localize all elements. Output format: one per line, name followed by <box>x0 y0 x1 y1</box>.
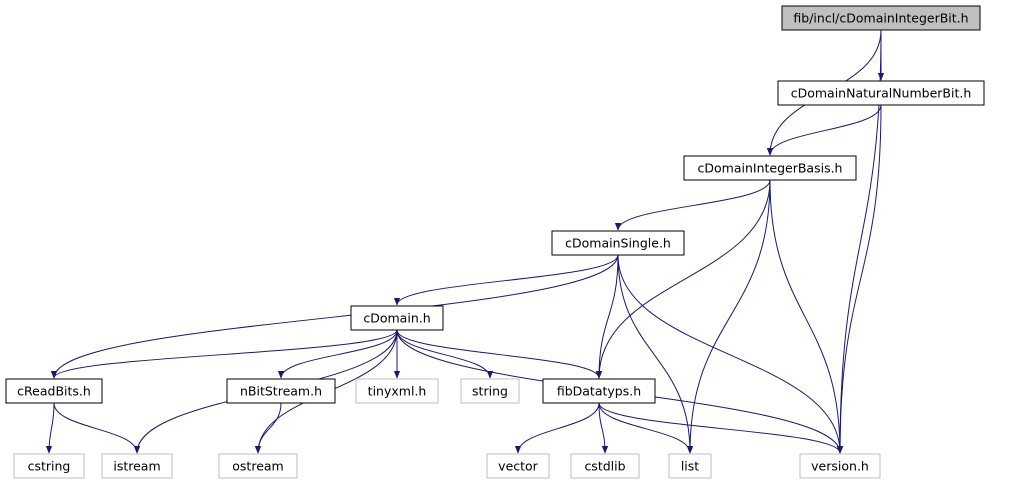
node-box <box>542 378 656 404</box>
edge-single-to-fibdt <box>595 254 619 379</box>
node-label: cDomainNaturalNumberBit.h <box>791 86 972 101</box>
edge-domain-to-readbits <box>50 329 398 379</box>
edge-natbit-to-intbasis <box>766 104 882 156</box>
node-box <box>777 80 985 106</box>
node-box <box>668 453 712 479</box>
edge-domain-to-string <box>396 329 494 379</box>
node-box <box>799 453 881 479</box>
node-label: version.h <box>811 459 869 474</box>
node-label: cDomain.h <box>363 311 430 326</box>
edge-readbits-to-cstring <box>45 402 55 454</box>
node-box <box>13 453 85 479</box>
edge-single-to-domain <box>393 254 619 306</box>
edge-single-to-list <box>617 254 694 454</box>
node-box <box>570 453 640 479</box>
node-list: list <box>668 453 712 479</box>
node-box <box>350 305 444 331</box>
node-label: list <box>681 459 699 474</box>
edge-fibdt-to-vector <box>514 402 600 454</box>
node-istream: istream <box>101 453 173 479</box>
edge-fibdt-to-list <box>598 402 694 454</box>
node-label: nBitStream.h <box>240 384 322 399</box>
edge-natbit-to-version <box>836 104 882 454</box>
node-fibdt[interactable]: fibDatatyps.h <box>542 378 656 404</box>
edge-fibdt-to-cstdlib <box>598 402 609 454</box>
node-root[interactable]: fib/incl/cDomainIntegerBit.h <box>781 5 981 31</box>
edge-domain-to-fibdt <box>396 329 603 379</box>
node-label: fibDatatyps.h <box>557 384 641 399</box>
node-natbit[interactable]: cDomainNaturalNumberBit.h <box>777 80 985 106</box>
node-label: ostream <box>232 459 283 474</box>
edge-intbasis-to-version <box>769 179 844 454</box>
node-label: cstring <box>28 459 71 474</box>
edge-single-to-readbits <box>50 254 619 379</box>
node-string: string <box>460 378 520 404</box>
node-box <box>460 378 520 404</box>
edge-nbit-to-ostream <box>254 402 282 454</box>
node-nbit[interactable]: nBitStream.h <box>226 378 336 404</box>
node-readbits[interactable]: cReadBits.h <box>5 378 103 404</box>
node-intbasis[interactable]: cDomainIntegerBasis.h <box>683 155 857 181</box>
node-box <box>101 453 173 479</box>
node-box <box>683 155 857 181</box>
node-label: cDomainIntegerBasis.h <box>698 161 843 176</box>
node-box <box>551 230 685 256</box>
node-box <box>486 453 550 479</box>
edge-single-to-version <box>617 254 844 454</box>
edge-fibdt-to-version <box>598 402 844 454</box>
node-box <box>5 378 103 404</box>
edge-domain-to-nbit <box>277 329 398 379</box>
node-label: cReadBits.h <box>17 384 91 399</box>
node-box <box>226 378 336 404</box>
edge-intbasis-to-list <box>686 179 771 454</box>
node-cstdlib: cstdlib <box>570 453 640 479</box>
node-label: istream <box>113 459 160 474</box>
edge-intbasis-to-fibdt <box>595 179 771 379</box>
edge-readbits-to-istream <box>53 402 141 454</box>
node-ostream: ostream <box>218 453 298 479</box>
edge-intbasis-to-single <box>614 179 771 231</box>
node-label: cstdlib <box>584 459 625 474</box>
node-single[interactable]: cDomainSingle.h <box>551 230 685 256</box>
node-label: vector <box>498 459 539 474</box>
node-label: cDomainSingle.h <box>565 236 671 251</box>
node-vector: vector <box>486 453 550 479</box>
node-domain[interactable]: cDomain.h <box>350 305 444 331</box>
node-box <box>781 5 981 31</box>
node-version: version.h <box>799 453 881 479</box>
edge-root-to-version <box>836 29 882 454</box>
node-label: tinyxml.h <box>368 384 427 399</box>
node-box <box>218 453 298 479</box>
node-cstring: cstring <box>13 453 85 479</box>
node-label: string <box>472 384 508 399</box>
node-box <box>355 378 439 404</box>
node-tinyxml: tinyxml.h <box>355 378 439 404</box>
node-label: fib/incl/cDomainIntegerBit.h <box>793 11 968 26</box>
